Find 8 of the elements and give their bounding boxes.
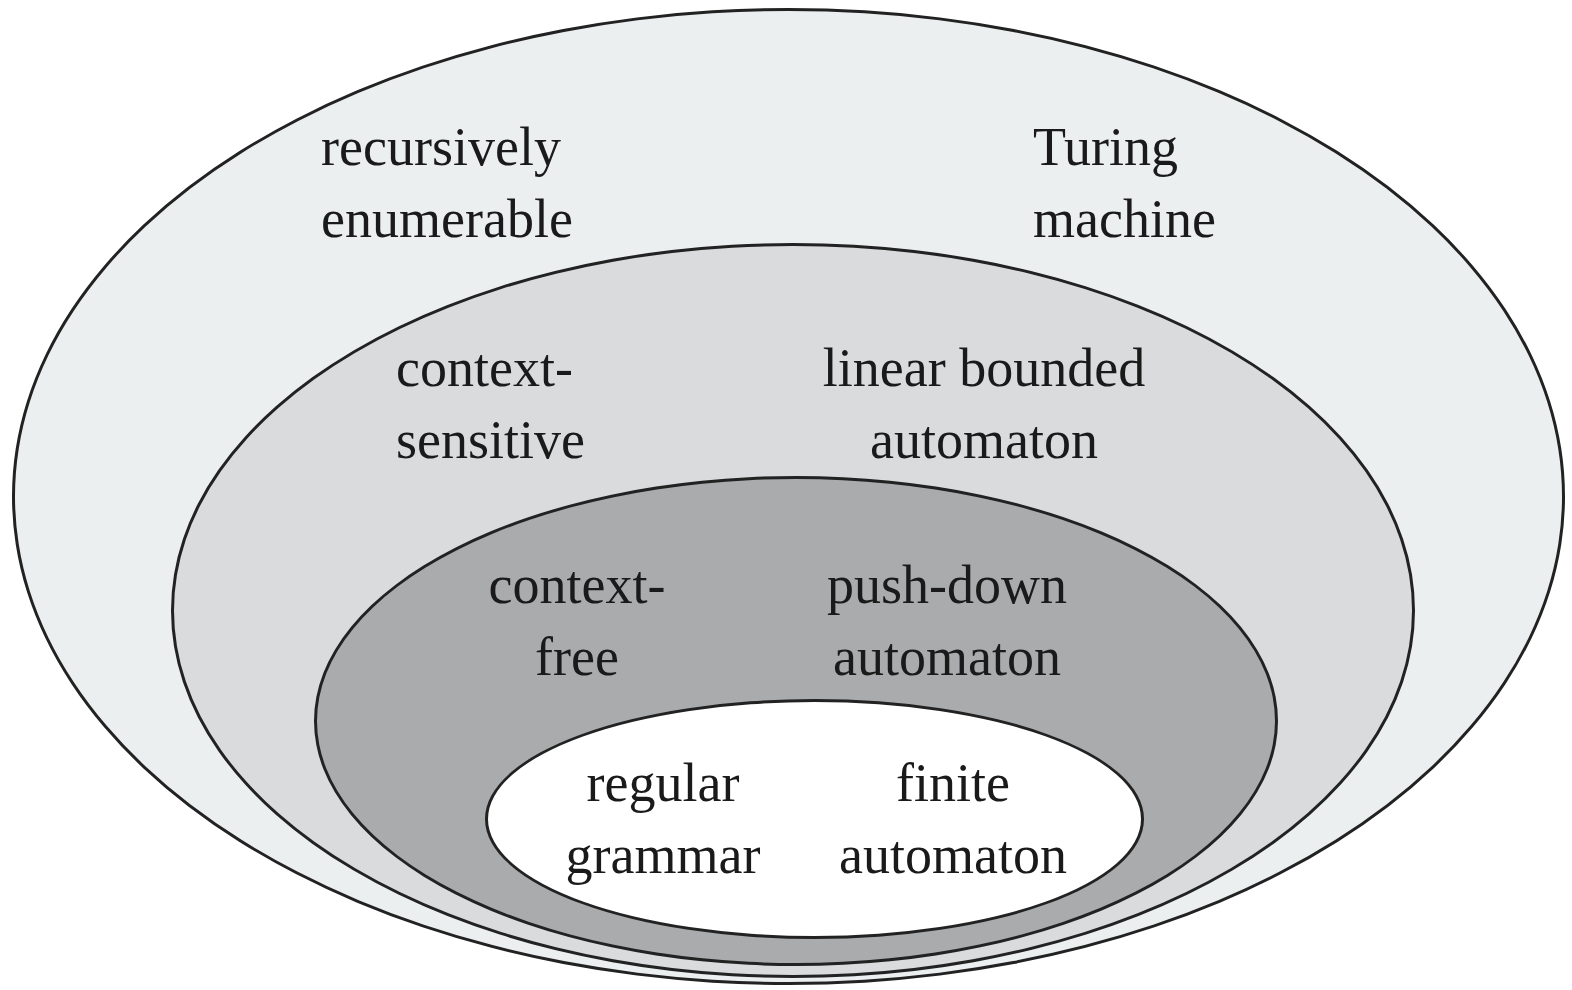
automaton-label: finite automaton — [838, 752, 1068, 887]
automaton-label: Turing machine — [1033, 116, 1217, 251]
language-class-label: recursively enumerable — [321, 116, 574, 251]
automaton-label: linear bounded automaton — [821, 337, 1147, 472]
language-class-label: context- sensitive — [396, 337, 586, 472]
language-class-label: regular grammar — [564, 752, 762, 887]
automaton-label: push-down automaton — [826, 554, 1068, 689]
language-class-label: context- free — [487, 554, 667, 689]
